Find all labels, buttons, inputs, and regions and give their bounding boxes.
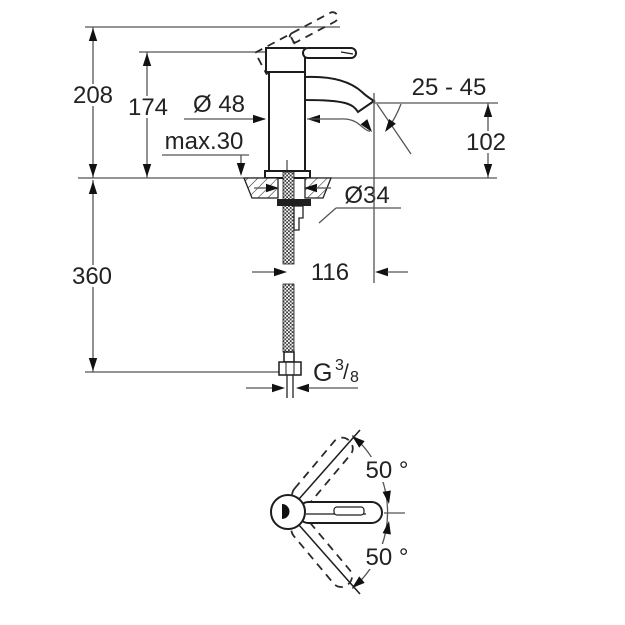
label-swivel-top: 50 °: [366, 457, 409, 484]
label-hose-length: 360: [72, 263, 112, 290]
dim-hole-diameter: Ø34: [254, 182, 401, 224]
swivel-arc: [349, 432, 394, 592]
side-view: 208 174 360 Ø 48: [71, 11, 508, 398]
label-spout-range: 25 - 45: [412, 74, 487, 101]
swivel-limit-line-top: [298, 429, 361, 500]
dim-projection: 116: [252, 101, 408, 286]
cartridge-mark: [282, 504, 290, 519]
flex-hose-lower: [282, 283, 295, 353]
label-body-diameter: Ø 48: [193, 91, 245, 118]
faucet-outline: [264, 47, 376, 179]
swivel-limit-line-bottom: [298, 524, 361, 595]
hose-nut: [278, 361, 302, 376]
dashed-raised-handle: [253, 11, 339, 76]
dim-hose-length: 360: [71, 180, 115, 372]
flex-hose-upper: [282, 171, 295, 265]
dim-body-diameter: Ø 48: [184, 91, 376, 135]
label-spout-height: 102: [466, 129, 506, 156]
label-thread-numerator: 3: [335, 357, 344, 374]
rubber-washer: [277, 199, 311, 206]
mounting-nut: [293, 205, 304, 231]
angle-label-bg: [362, 457, 412, 482]
dashed-cap: [253, 33, 303, 76]
dim-thread: G 3 / 8: [246, 357, 359, 393]
label-thread-denominator: 8: [350, 369, 359, 386]
mounting-hardware: [277, 171, 311, 398]
label-projection: 116: [311, 259, 349, 286]
hose-collar: [283, 351, 295, 363]
label-swivel-bottom: 50 °: [366, 544, 409, 571]
dim-spout-height: 102: [464, 103, 508, 178]
label-thread-g: G: [313, 359, 332, 387]
dashed-lever: [288, 11, 339, 44]
lever-inner-detail: [333, 506, 365, 516]
dim-max-deck: max.30: [162, 128, 249, 176]
label-max-deck: max.30: [165, 128, 244, 155]
top-view: 50 ° 50 °: [270, 429, 412, 595]
label-body-height: 174: [128, 94, 168, 121]
dim-body-height: 174: [126, 52, 170, 178]
label-hole-diameter: Ø34: [344, 182, 389, 209]
angle-label-bg: [362, 544, 412, 569]
label-thread-slash: /: [343, 361, 349, 384]
lever-tip-detail: [340, 51, 354, 55]
lever-handle: [302, 47, 357, 59]
dim-total-height: 208: [71, 27, 115, 178]
faucet-body: [268, 71, 306, 173]
spout: [304, 75, 376, 114]
label-total-height: 208: [73, 82, 113, 109]
cartridge-cap: [265, 47, 306, 73]
